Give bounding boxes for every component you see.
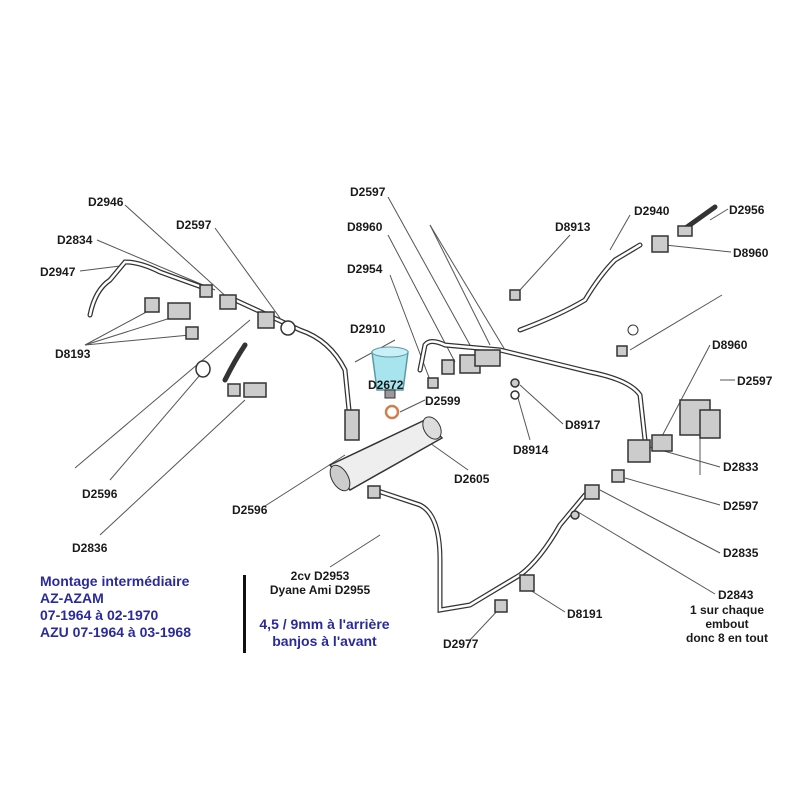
part-label: D2833 — [723, 460, 759, 474]
note-line: Dyane Ami D2955 — [269, 583, 371, 597]
caption-line: 07-1964 à 02-1970 — [40, 607, 159, 623]
pipe-spec: 4,5 / 9mm à l'arrière banjos à l'avant — [252, 616, 397, 650]
caption-line: AZU 07-1964 à 03-1968 — [40, 624, 191, 640]
caption-line: AZ-AZAM — [40, 590, 104, 606]
part-label: D2596 — [82, 487, 118, 501]
part-label: D8191 — [567, 607, 603, 621]
spec-line: banjos à l'avant — [272, 633, 377, 649]
pipe-variants: 2cv D2953 Dyane Ami D2955 — [250, 569, 390, 597]
reservoir — [371, 346, 409, 399]
caption-line: Montage intermédiaire — [40, 573, 190, 589]
seal-ring — [384, 404, 400, 420]
divider — [243, 575, 246, 653]
part-label: D8917 — [565, 418, 601, 432]
part-label: D2596 — [232, 503, 268, 517]
part-label: D2836 — [72, 541, 108, 555]
note-line: 1 sur chaque — [689, 603, 765, 617]
part-label: D2843 — [718, 588, 754, 602]
part-label: D2597 — [737, 374, 773, 388]
part-label: D2910 — [350, 322, 386, 336]
part-label: D2597 — [176, 218, 212, 232]
part-label: D2977 — [443, 637, 479, 651]
note-line: embout — [705, 617, 749, 631]
part-label: D2940 — [634, 204, 670, 218]
brake-pipes — [87, 204, 718, 613]
part-label: D2599 — [425, 394, 461, 408]
part-label: D2956 — [729, 203, 765, 217]
model-caption: Montage intermédiaire AZ-AZAM 07-1964 à … — [40, 573, 191, 641]
part-label: D8960 — [712, 338, 748, 352]
part-label: D2835 — [723, 546, 759, 560]
part-label: D8914 — [513, 443, 549, 457]
spec-line: 4,5 / 9mm à l'arrière — [259, 616, 390, 632]
part-label: D8960 — [733, 246, 769, 260]
master-cylinder — [328, 416, 444, 492]
part-label: D2954 — [347, 262, 383, 276]
part-label: D2834 — [57, 233, 93, 247]
part-label: D2605 — [454, 472, 490, 486]
part-label: D2946 — [88, 195, 124, 209]
part-label: D2672 — [368, 378, 404, 392]
part-label: D2597 — [723, 499, 759, 513]
note-line: 2cv D2953 — [290, 569, 350, 583]
part-label: D8193 — [55, 347, 91, 361]
part-label: D2597 — [350, 185, 386, 199]
fittings — [144, 225, 721, 613]
note-line: donc 8 en tout — [686, 631, 768, 645]
part-label: D2947 — [40, 265, 76, 279]
d2843-note: 1 sur chaque embout donc 8 en tout — [672, 603, 782, 645]
part-label: D8913 — [555, 220, 591, 234]
part-label: D8960 — [347, 220, 383, 234]
